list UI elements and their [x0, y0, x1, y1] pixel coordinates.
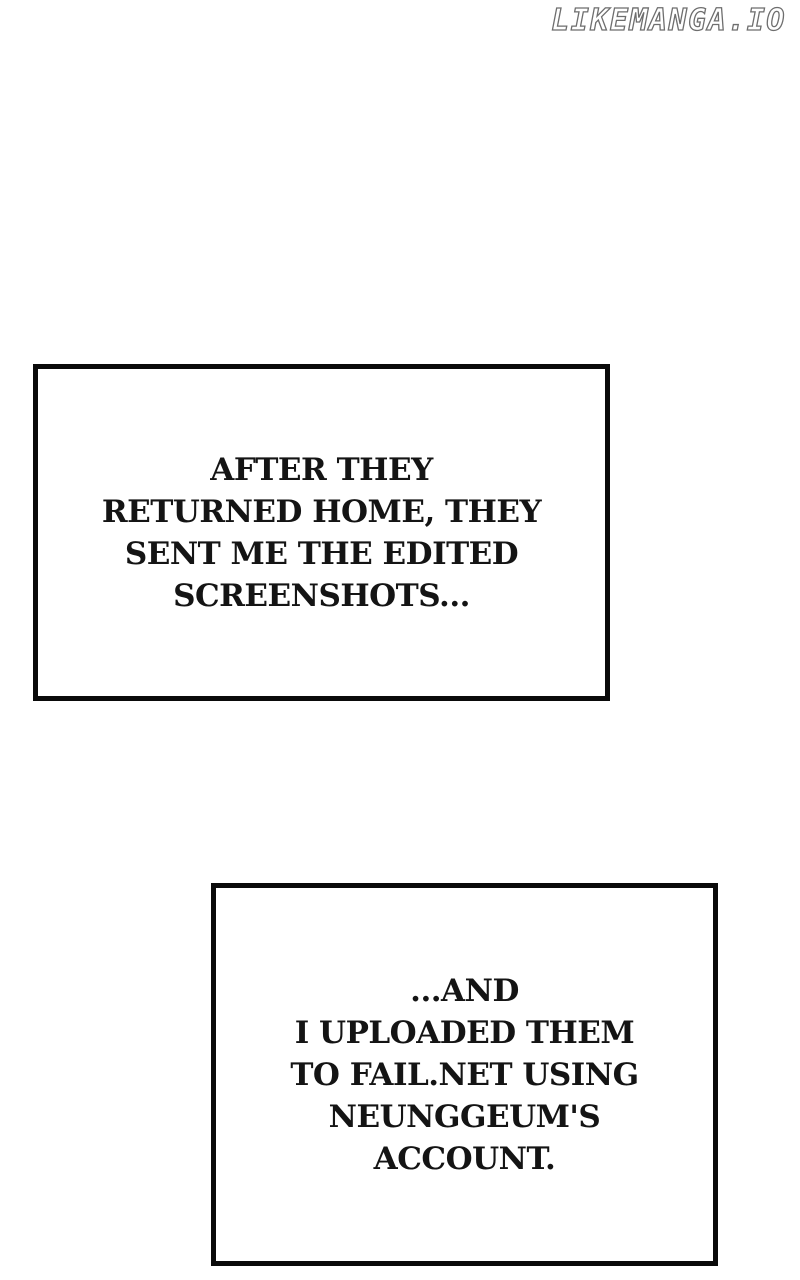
narration-text-2: ...AND I UPLOADED THEM TO FAIL.NET USING…: [216, 970, 713, 1180]
narration-line: AFTER THEY: [210, 451, 433, 488]
site-watermark: LIKEMANGA.IO: [551, 3, 786, 38]
narration-line: NEUNGGEUM'S: [328, 1098, 601, 1135]
narration-line: SENT ME THE EDITED: [124, 535, 519, 572]
narration-line: ...AND: [410, 972, 519, 1009]
narration-line: I UPLOADED THEM: [294, 1014, 635, 1051]
narration-line: TO FAIL.NET USING: [290, 1056, 639, 1093]
narration-box-2: ...AND I UPLOADED THEM TO FAIL.NET USING…: [211, 883, 718, 1266]
narration-line: SCREENSHOTS...: [173, 577, 470, 614]
narration-line: ACCOUNT.: [373, 1140, 556, 1177]
narration-line: RETURNED HOME, THEY: [101, 493, 542, 530]
narration-text-1: AFTER THEY RETURNED HOME, THEY SENT ME T…: [38, 449, 605, 617]
narration-box-1: AFTER THEY RETURNED HOME, THEY SENT ME T…: [33, 364, 610, 701]
